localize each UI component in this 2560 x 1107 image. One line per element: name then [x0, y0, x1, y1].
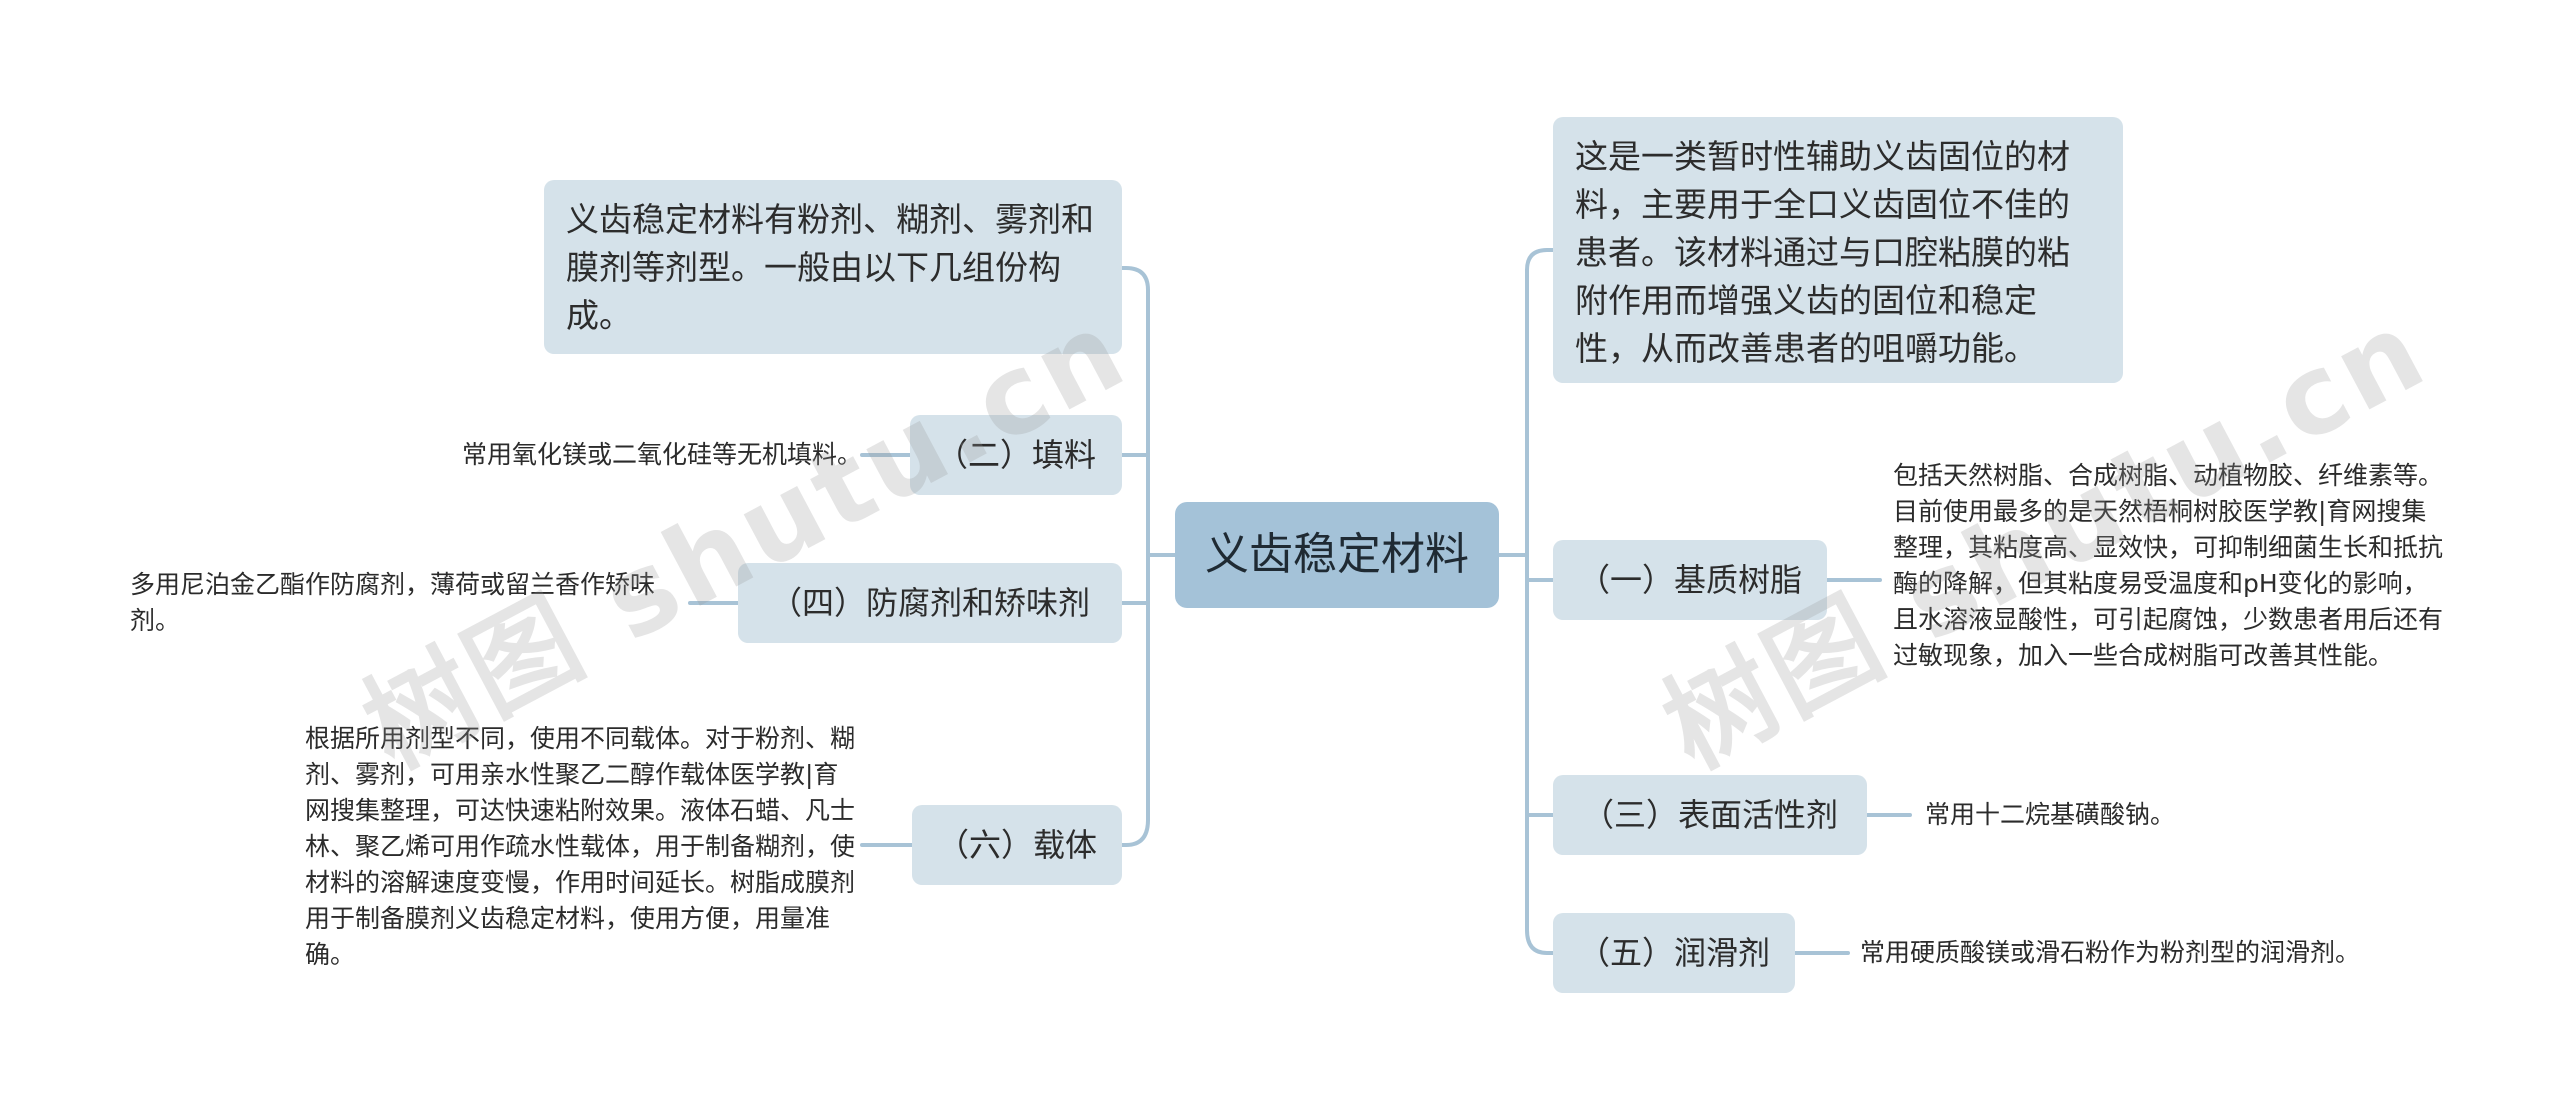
lubricant-note: 常用硬质酸镁或滑石粉作为粉剂型的润滑剂。	[1860, 938, 2361, 967]
preservative-node[interactable]: （四）防腐剂和矫味剂	[738, 563, 1122, 643]
left-branch-intro	[1120, 266, 1150, 292]
right-branch-lubricant	[1525, 928, 1555, 955]
carrier-note: 根据所用剂型不同，使用不同载体。对于粉剂、糊剂、雾剂，可用亲水性聚乙二醇作载体医…	[305, 724, 856, 969]
right-branch-intro	[1525, 248, 1555, 272]
surfactant-node[interactable]: （三）表面活性剂	[1553, 775, 1867, 855]
right-intro-node[interactable]: 这是一类暂时性辅助义齿固位的材料，主要用于全口义齿固位不佳的患者。该材料通过与口…	[1553, 117, 2123, 383]
left-intro-node[interactable]: 义齿稳定材料有粉剂、糊剂、雾剂和膜剂等剂型。一般由以下几组份构成。	[544, 180, 1122, 354]
left-branch-carrier	[1120, 818, 1150, 847]
resin-node[interactable]: （一）基质树脂	[1553, 540, 1827, 620]
root-node[interactable]: 义齿稳定材料	[1175, 502, 1499, 608]
surfactant-note: 常用十二烷基磺酸钠。	[1925, 800, 2176, 829]
filler-node[interactable]: （二）填料	[910, 415, 1122, 495]
lubricant-node[interactable]: （五）润滑剂	[1553, 913, 1795, 993]
filler-note: 常用氧化镁或二氧化硅等无机填料。	[461, 440, 862, 469]
carrier-node[interactable]: （六）载体	[912, 805, 1122, 885]
preservative-note: 多用尼泊金乙酯作防腐剂，薄荷或留兰香作矫味剂。	[130, 570, 656, 635]
resin-note: 包括天然树脂、合成树脂、动植物胶、纤维素等。目前使用最多的是天然梧桐树胶医学教|…	[1893, 461, 2444, 670]
